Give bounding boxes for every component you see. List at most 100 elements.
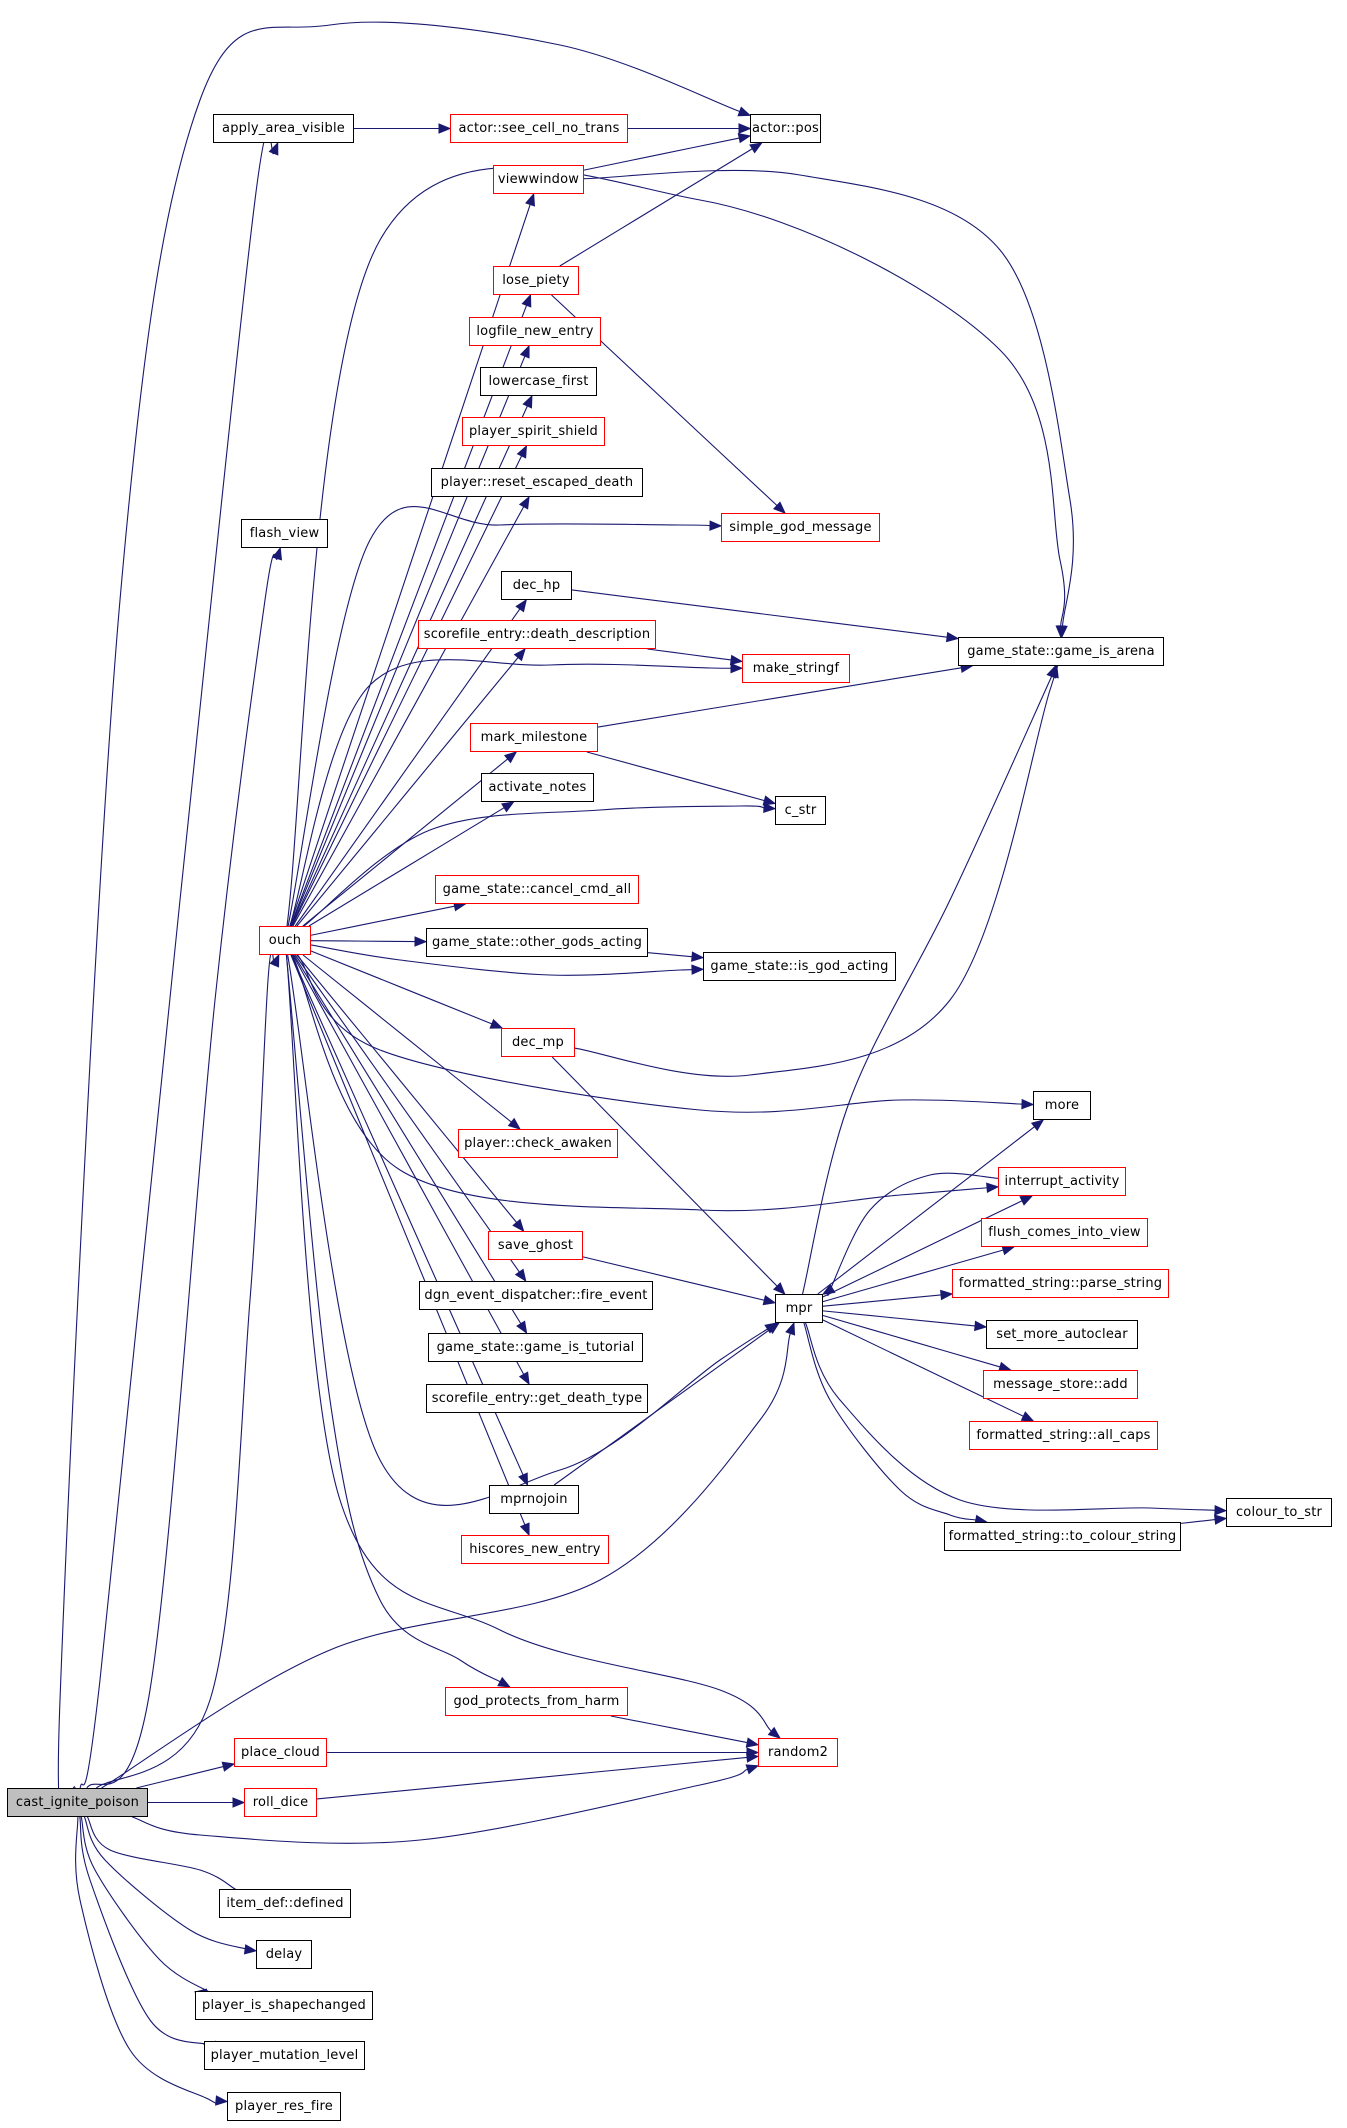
node-label: formatted_string::parse_string xyxy=(958,1276,1163,1291)
node-flush-comes-into-view[interactable]: flush_comes_into_view xyxy=(981,1218,1148,1247)
node-random2[interactable]: random2 xyxy=(758,1738,838,1767)
node-label: cast_ignite_poison xyxy=(15,1795,140,1810)
arrowhead-icon xyxy=(514,1268,527,1283)
arrowhead-icon xyxy=(522,394,533,409)
edge-mpr-to-to_colour_string xyxy=(803,1322,976,1521)
node-simple-god-message[interactable]: simple_god_message xyxy=(721,513,880,542)
arrowhead-icon xyxy=(1046,664,1057,679)
node-parse-string[interactable]: formatted_string::parse_string xyxy=(952,1269,1169,1298)
node-dec-mp[interactable]: dec_mp xyxy=(501,1028,575,1057)
edge-mpr-to-game_is_arena xyxy=(802,662,1059,1295)
edge-cast_ignite_poison-to-item_def_defined xyxy=(86,1816,239,1891)
arrowhead-icon xyxy=(745,1737,760,1748)
node-c-str[interactable]: c_str xyxy=(775,796,826,825)
node-see-cell-no-trans[interactable]: actor::see_cell_no_trans xyxy=(450,114,628,143)
node-flash-view[interactable]: flash_view xyxy=(241,519,328,548)
node-label: player_res_fire xyxy=(235,2099,333,2114)
node-label: save_ghost xyxy=(497,1238,574,1253)
node-label: game_state::game_is_arena xyxy=(967,644,1155,659)
edge-cast_ignite_poison-to-apply_area_visible xyxy=(79,131,275,1789)
node-interrupt-activity[interactable]: interrupt_activity xyxy=(998,1167,1126,1196)
edge-ouch-to-activate_notes xyxy=(308,807,505,927)
node-activate-notes[interactable]: activate_notes xyxy=(481,773,594,802)
node-death-description[interactable]: scorefile_entry::death_description xyxy=(418,620,656,649)
node-player-is-shapechanged[interactable]: player_is_shapechanged xyxy=(195,1991,373,2020)
arrowhead-icon xyxy=(501,801,515,813)
arrowhead-icon xyxy=(1055,625,1066,639)
arrowhead-icon xyxy=(518,495,530,510)
node-cancel-cmd-all[interactable]: game_state::cancel_cmd_all xyxy=(435,875,639,904)
node-colour-to-str[interactable]: colour_to_str xyxy=(1226,1498,1332,1527)
arrowhead-icon xyxy=(512,1218,525,1233)
node-player-res-fire[interactable]: player_res_fire xyxy=(227,2092,341,2121)
node-label: game_state::game_is_tutorial xyxy=(436,1340,635,1355)
arrowhead-icon xyxy=(772,501,786,514)
node-label: lowercase_first xyxy=(488,374,589,389)
edge-ouch-to-game_is_arena xyxy=(286,166,1066,927)
arrowhead-icon xyxy=(518,1371,530,1386)
node-ouch[interactable]: ouch xyxy=(259,926,311,955)
node-label: player::reset_escaped_death xyxy=(440,475,634,490)
node-label: apply_area_visible xyxy=(222,121,345,136)
edge-save_ghost-to-mpr xyxy=(582,1256,765,1301)
edge-mark_milestone-to-c_str xyxy=(586,751,765,802)
node-is-god-acting[interactable]: game_state::is_god_acting xyxy=(703,952,896,981)
edge-ouch-to-reset_escaped_death xyxy=(292,506,525,927)
node-roll-dice[interactable]: roll_dice xyxy=(244,1788,317,1817)
node-label: more xyxy=(1044,1098,1080,1113)
edge-cast_ignite_poison-to-mpr xyxy=(101,1333,791,1789)
node-dec-hp[interactable]: dec_hp xyxy=(501,571,572,600)
node-label: hiscores_new_entry xyxy=(469,1542,601,1557)
arrowhead-icon xyxy=(271,546,283,561)
node-item-def-defined[interactable]: item_def::defined xyxy=(219,1889,351,1918)
node-apply-area-visible[interactable]: apply_area_visible xyxy=(213,114,354,143)
node-check-awaken[interactable]: player::check_awaken xyxy=(458,1129,618,1158)
edge-roll_dice-to-random2 xyxy=(316,1756,748,1800)
node-more[interactable]: more xyxy=(1033,1091,1091,1120)
node-player-mutation-level[interactable]: player_mutation_level xyxy=(204,2041,365,2070)
node-label: message_store::add xyxy=(993,1377,1128,1392)
node-viewwindow[interactable]: viewwindow xyxy=(493,165,584,194)
node-actor-pos[interactable]: actor::pos xyxy=(750,114,821,143)
node-label: ouch xyxy=(268,933,302,948)
edge-mpr-to-message_store_add xyxy=(822,1314,1001,1368)
node-set-more-autoclear[interactable]: set_more_autoclear xyxy=(986,1320,1138,1349)
node-mpr[interactable]: mpr xyxy=(775,1294,823,1323)
node-lose-piety[interactable]: lose_piety xyxy=(493,266,579,295)
node-mprnojoin[interactable]: mprnojoin xyxy=(489,1485,579,1514)
edge-ouch-to-cancel_cmd_all xyxy=(310,905,455,936)
node-cast-ignite-poison[interactable]: cast_ignite_poison xyxy=(7,1788,148,1817)
edge-mpr-to-interrupt_activity xyxy=(822,1200,1023,1298)
node-message-store-add[interactable]: message_store::add xyxy=(983,1370,1138,1399)
node-other-gods-acting[interactable]: game_state::other_gods_acting xyxy=(426,928,648,957)
node-label: flash_view xyxy=(249,526,320,541)
node-game-is-arena[interactable]: game_state::game_is_arena xyxy=(958,637,1164,666)
node-mark-milestone[interactable]: mark_milestone xyxy=(470,723,598,752)
node-save-ghost[interactable]: save_ghost xyxy=(488,1231,583,1260)
edge-viewwindow-to-game_is_arena xyxy=(583,169,1074,627)
node-to-colour-string[interactable]: formatted_string::to_colour_string xyxy=(944,1522,1181,1551)
arrowhead-icon xyxy=(738,123,752,134)
node-get-death-type[interactable]: scorefile_entry::get_death_type xyxy=(426,1384,648,1413)
edge-dec_hp-to-game_is_arena xyxy=(571,589,948,638)
edge-cast_ignite_poison-to-actor_pos xyxy=(57,21,740,1814)
node-logfile-new-entry[interactable]: logfile_new_entry xyxy=(469,317,601,346)
node-label: dec_hp xyxy=(512,578,561,593)
node-reset-escaped-death[interactable]: player::reset_escaped_death xyxy=(431,468,643,497)
node-label: colour_to_str xyxy=(1235,1505,1323,1520)
node-label: logfile_new_entry xyxy=(476,324,594,339)
node-player-spirit-shield[interactable]: player_spirit_shield xyxy=(462,417,605,446)
node-fire-event[interactable]: dgn_event_dispatcher::fire_event xyxy=(419,1281,653,1310)
node-make-stringf[interactable]: make_stringf xyxy=(742,654,850,683)
node-lowercase-first[interactable]: lowercase_first xyxy=(480,367,597,396)
node-label: player_mutation_level xyxy=(210,2048,359,2063)
node-god-protects-from-harm[interactable]: god_protects_from_harm xyxy=(445,1687,628,1716)
edge-ouch-to-make_stringf xyxy=(289,659,732,927)
node-game-is-tutorial[interactable]: game_state::game_is_tutorial xyxy=(428,1333,643,1362)
node-delay[interactable]: delay xyxy=(256,1940,312,1969)
node-place-cloud[interactable]: place_cloud xyxy=(234,1738,327,1767)
node-hiscores-new-entry[interactable]: hiscores_new_entry xyxy=(461,1535,609,1564)
node-all-caps[interactable]: formatted_string::all_caps xyxy=(969,1421,1158,1450)
arrowhead-icon xyxy=(232,1797,246,1808)
